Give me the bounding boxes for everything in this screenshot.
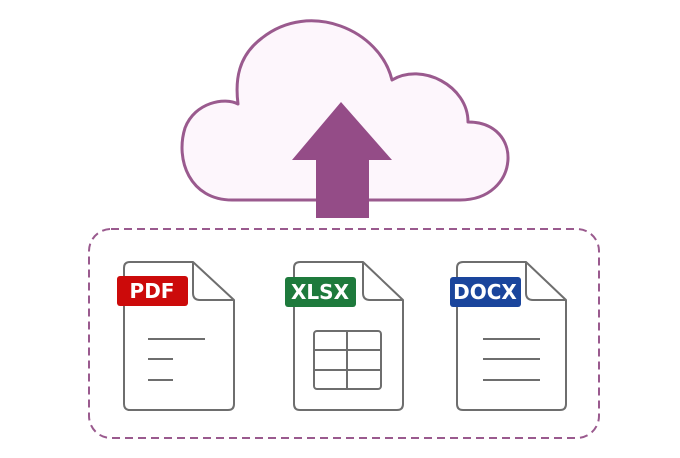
pdf-label: PDF bbox=[130, 279, 175, 303]
xlsx-file-icon: XLSX bbox=[285, 261, 404, 411]
pdf-badge bbox=[117, 276, 188, 306]
pdf-file-icon: PDF bbox=[117, 261, 235, 411]
docx-file-icon: DOCX bbox=[450, 261, 567, 411]
xlsx-badge bbox=[285, 277, 356, 307]
docx-label: DOCX bbox=[453, 280, 517, 304]
upload-arrow-icon bbox=[292, 102, 392, 218]
xlsx-label: XLSX bbox=[291, 280, 350, 304]
docx-badge bbox=[450, 277, 521, 307]
